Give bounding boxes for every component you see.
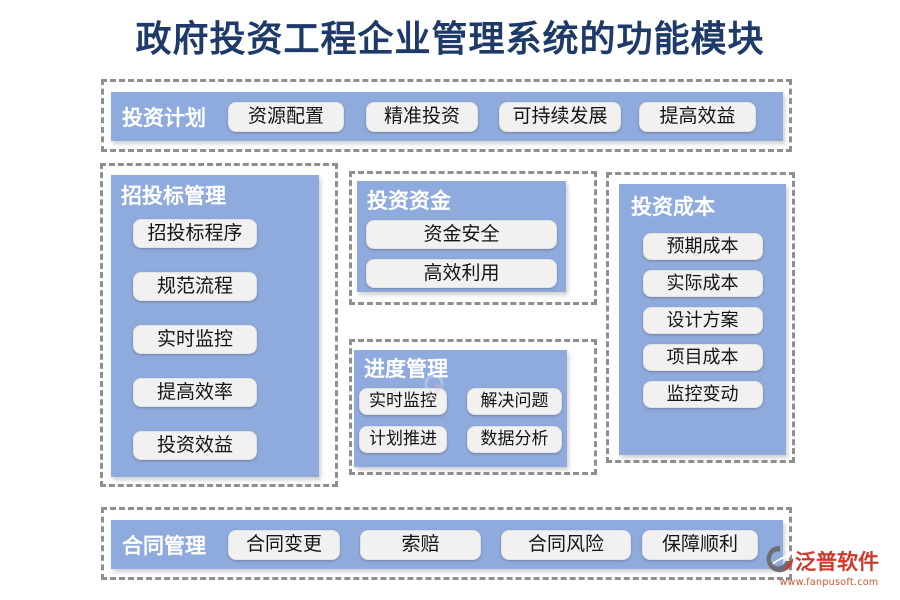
- funds-item: 高效利用: [366, 259, 557, 288]
- progress-item-list: 实时监控 解决问题 计划推进 数据分析: [359, 388, 562, 453]
- funds-label: 投资资金: [367, 189, 451, 213]
- progress-panel: 进度管理 实时监控 解决问题 计划推进 数据分析: [354, 350, 567, 467]
- cost-item: 设计方案: [642, 307, 763, 334]
- ghost-watermark-logo-icon: [424, 374, 444, 398]
- cost-item: 实际成本: [642, 270, 763, 297]
- investment-plan-label: 投资计划: [122, 105, 206, 130]
- bidding-item: 实时监控: [133, 325, 257, 354]
- bidding-item-list: 招投标程序 规范流程 实时监控 提高效率 投资效益: [133, 219, 319, 460]
- investment-plan-panel: 投资计划 资源配置 精准投资 可持续发展 提高效益: [111, 92, 783, 141]
- cost-item: 监控变动: [642, 381, 763, 408]
- progress-item: 解决问题: [467, 388, 562, 415]
- cost-panel: 投资成本 预期成本 实际成本 设计方案 项目成本 监控变动: [619, 184, 786, 455]
- fanpu-logo-icon: [765, 544, 795, 578]
- contract-item: 合同变更: [228, 529, 340, 560]
- bidding-item: 投资效益: [133, 431, 257, 460]
- progress-item: 计划推进: [359, 426, 447, 453]
- plan-item: 可持续发展: [499, 101, 621, 132]
- page-title: 政府投资工程企业管理系统的功能模块: [135, 19, 765, 60]
- funds-item-list: 资金安全 高效利用: [366, 220, 557, 288]
- cost-item-list: 预期成本 实际成本 设计方案 项目成本 监控变动: [619, 233, 786, 408]
- watermark-url-text: www.fanpusoft.com: [779, 577, 879, 588]
- plan-item: 资源配置: [228, 101, 344, 132]
- funds-item: 资金安全: [366, 220, 557, 249]
- funds-panel: 投资资金 资金安全 高效利用: [357, 181, 566, 292]
- bidding-label: 招投标管理: [121, 184, 226, 208]
- progress-item: 数据分析: [467, 426, 562, 453]
- cost-item: 项目成本: [642, 344, 763, 371]
- contract-panel: 合同管理 合同变更 索赔 合同风险 保障顺利: [111, 520, 783, 569]
- progress-item: 实时监控: [359, 388, 447, 415]
- brand-watermark: 泛普软件 www.fanpusoft.com: [765, 544, 893, 588]
- contract-item: 保障顺利: [642, 529, 758, 560]
- bidding-item: 招投标程序: [133, 219, 257, 248]
- plan-item: 提高效益: [639, 101, 756, 132]
- plan-item: 精准投资: [366, 101, 478, 132]
- progress-label: 进度管理: [364, 357, 448, 381]
- contract-item: 索赔: [360, 529, 481, 560]
- contract-item: 合同风险: [501, 529, 631, 560]
- cost-label: 投资成本: [631, 195, 715, 219]
- contract-label: 合同管理: [122, 533, 206, 558]
- watermark-brand-text: 泛普软件: [795, 550, 879, 574]
- bidding-item: 提高效率: [133, 378, 257, 407]
- bidding-panel: 招投标管理 招投标程序 规范流程 实时监控 提高效率 投资效益: [111, 175, 319, 477]
- cost-item: 预期成本: [642, 233, 763, 260]
- bidding-item: 规范流程: [133, 272, 257, 301]
